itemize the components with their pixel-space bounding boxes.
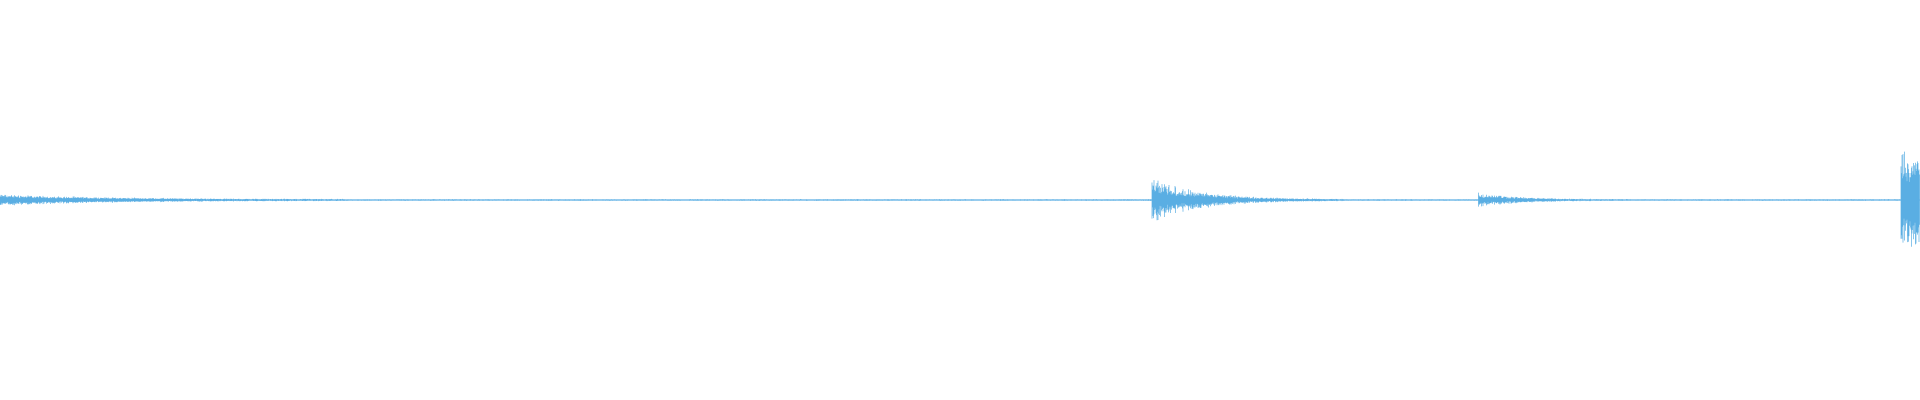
- waveform-amplitude: [0, 151, 1920, 247]
- waveform-trace: [0, 151, 1920, 247]
